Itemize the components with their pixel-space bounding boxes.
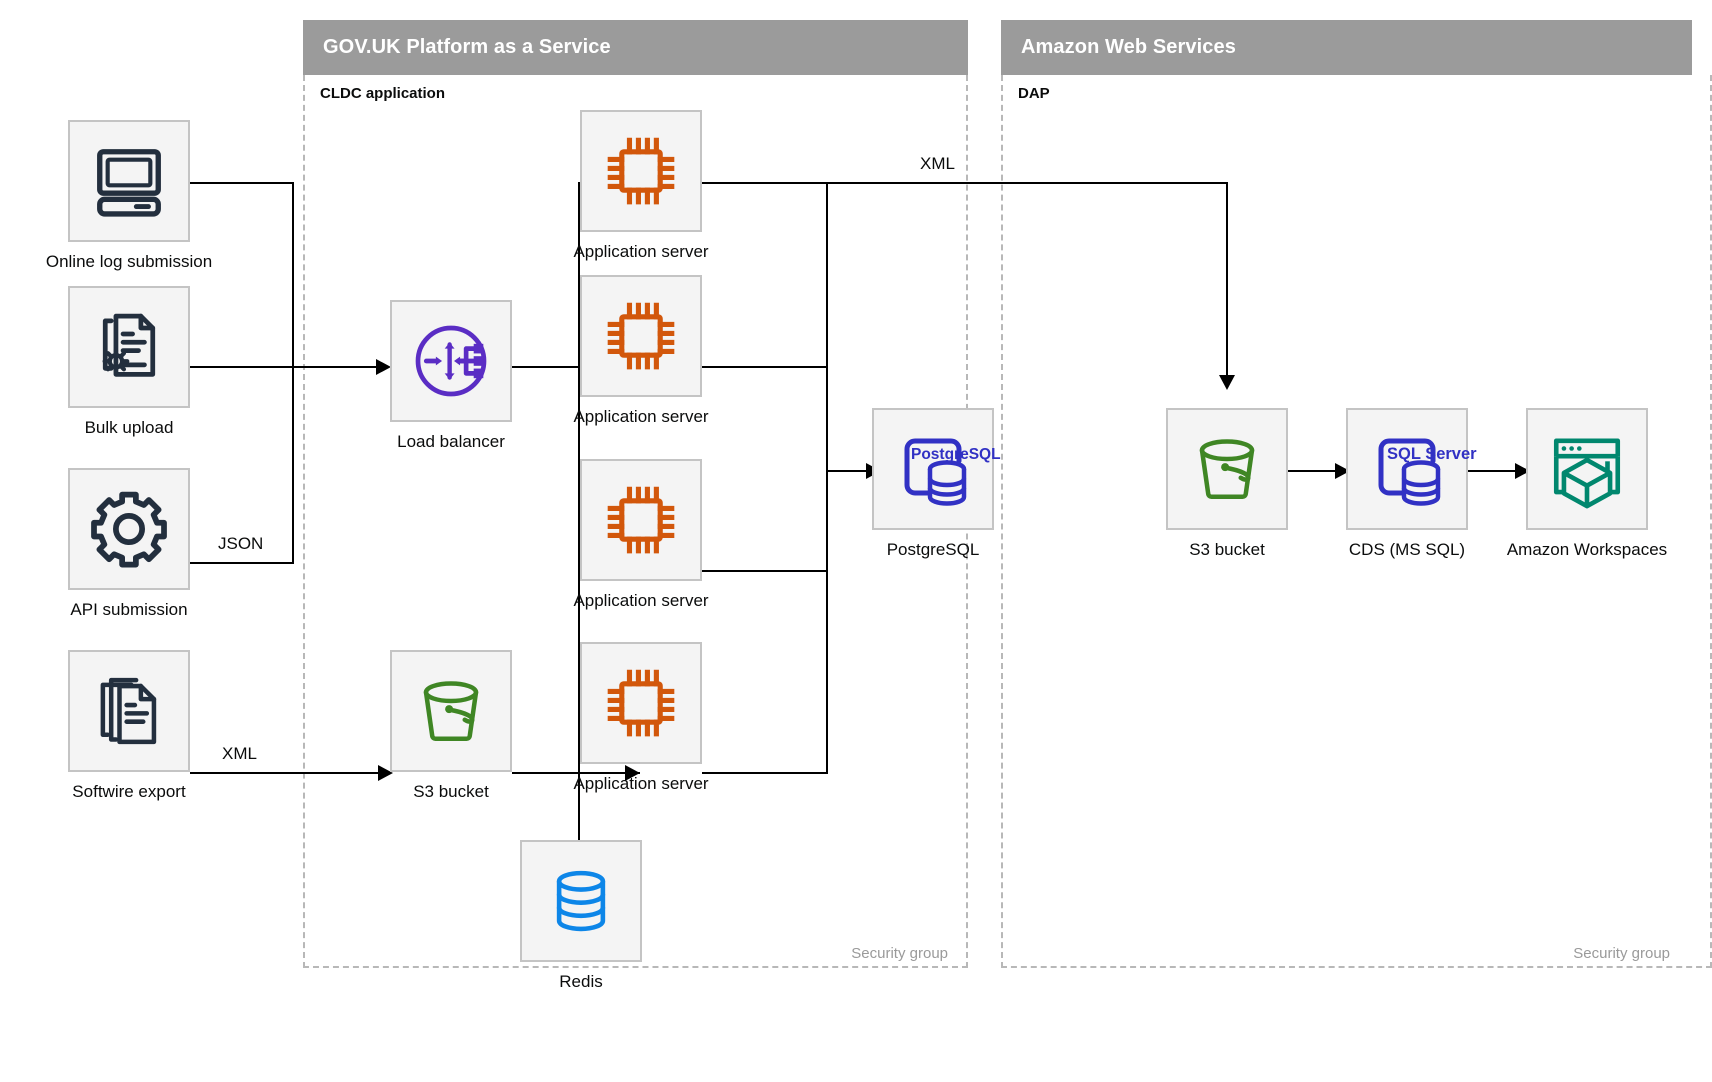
edge-redis-to-bus — [578, 772, 580, 900]
node-s3-bucket-paas[interactable]: S3 bucket — [390, 650, 512, 810]
node-label: Application server — [573, 407, 709, 426]
node-label: Load balancer — [397, 432, 505, 451]
postgresql-badge-text: PostgreSQL — [911, 446, 1001, 463]
node-label: Online log submission — [45, 252, 213, 271]
document-gear-icon — [91, 309, 167, 385]
node-label: Bulk upload — [84, 418, 174, 437]
edge-app1-to-aws-s3 — [702, 182, 1228, 184]
gear-icon — [89, 489, 169, 569]
desktop-computer-icon — [90, 142, 168, 220]
edge-lb-to-fanout — [512, 366, 580, 368]
zone-body-aws — [1001, 75, 1712, 968]
node-redis[interactable]: Redis — [520, 840, 642, 1000]
zone-header-aws-label: Amazon Web Services — [1021, 36, 1236, 58]
node-label: Application server — [573, 591, 709, 610]
edge-fanout-vertical — [578, 182, 580, 772]
edge-api-to-bus — [190, 562, 294, 564]
edge-app2-to-db-bus — [702, 366, 828, 368]
cpu-chip-icon — [600, 130, 682, 212]
bucket-icon — [411, 671, 491, 751]
node-postgresql[interactable]: PostgreSQL PostgreSQL — [872, 408, 1001, 568]
edge-label-json: JSON — [218, 534, 264, 553]
zone-subtitle-aws: DAP — [1018, 85, 1050, 102]
node-app-server-3[interactable]: Application server — [573, 459, 709, 619]
node-tile — [390, 300, 512, 422]
node-tile — [1166, 408, 1288, 530]
zone-header-paas: GOV.UK Platform as a Service — [303, 20, 968, 75]
zone-subtitle-paas: CLDC application — [320, 85, 446, 102]
node-tile — [68, 120, 190, 242]
node-softwire-export[interactable]: Softwire export — [68, 650, 190, 810]
edge-app4-to-db-bus — [702, 772, 828, 774]
node-cds-ms-sql[interactable]: SQL Server CDS (MS SQL) — [1346, 408, 1477, 568]
edge-softwire-to-s3 — [190, 772, 384, 774]
node-tile — [1526, 408, 1648, 530]
node-online-log-submission[interactable]: Online log submission — [46, 120, 212, 280]
node-label: Amazon Workspaces — [1506, 540, 1668, 559]
node-tile — [580, 642, 702, 764]
node-app-server-4[interactable]: Application server — [573, 642, 709, 802]
node-label: Softwire export — [72, 782, 186, 801]
node-label: PostgreSQL — [886, 540, 980, 559]
cpu-chip-icon — [600, 479, 682, 561]
workspaces-icon — [1546, 428, 1628, 510]
load-balancer-icon — [407, 317, 495, 405]
sql-server-badge-text: SQL Server — [1387, 445, 1477, 463]
edge-s3-paas-to-app4 — [512, 772, 578, 774]
node-label: Application server — [573, 774, 709, 793]
node-tile — [580, 275, 702, 397]
arrowhead-to-load-balancer — [376, 359, 391, 375]
edge-cds-to-workspaces — [1468, 470, 1526, 472]
arrowhead-to-s3-aws — [1219, 375, 1235, 390]
node-label: Redis — [559, 972, 603, 991]
edge-label-xml-aws: XML — [920, 154, 955, 173]
node-tile — [580, 459, 702, 581]
node-tile — [68, 650, 190, 772]
node-label: S3 bucket — [413, 782, 489, 801]
arrowhead-to-app4 — [625, 765, 640, 781]
edge-s3-aws-to-cds — [1288, 470, 1346, 472]
edge-db-bus-to-postgres — [826, 470, 876, 472]
node-app-server-1[interactable]: Application server — [573, 110, 709, 270]
node-api-submission[interactable]: API submission — [68, 468, 190, 628]
edge-bus-vertical-bottom — [292, 366, 294, 564]
node-tile — [68, 286, 190, 408]
node-tile — [520, 840, 642, 962]
node-bulk-upload[interactable]: Bulk upload — [68, 286, 190, 446]
edge-bus-vertical-top — [292, 182, 294, 366]
zone-footnote-aws: Security group — [1573, 945, 1670, 962]
edge-fanout-to-app4 — [578, 772, 640, 774]
arrowhead-to-s3-paas — [378, 765, 393, 781]
edge-app3-to-db-bus — [702, 570, 828, 572]
edge-online-log-to-bus — [190, 182, 294, 184]
node-load-balancer[interactable]: Load balancer — [390, 300, 512, 460]
zone-header-paas-label: GOV.UK Platform as a Service — [323, 36, 611, 58]
node-label: API submission — [70, 600, 188, 619]
node-tile — [390, 650, 512, 772]
node-tile: SQL Server — [1346, 408, 1477, 530]
node-s3-bucket-aws[interactable]: S3 bucket — [1166, 408, 1288, 568]
bucket-icon — [1187, 429, 1267, 509]
node-label: S3 bucket — [1189, 540, 1265, 559]
node-tile — [580, 110, 702, 232]
node-label: Application server — [573, 242, 709, 261]
edge-bus-to-load-balancer — [190, 366, 380, 368]
database-cylinder-icon — [546, 866, 616, 936]
cpu-chip-icon — [600, 295, 682, 377]
documents-stack-icon — [91, 673, 167, 749]
node-amazon-workspaces[interactable]: Amazon Workspaces — [1507, 408, 1667, 568]
edge-aws-s3-drop — [1226, 182, 1228, 379]
edge-label-xml-softwire: XML — [222, 744, 257, 763]
node-app-server-2[interactable]: Application server — [573, 275, 709, 435]
postgresql-icon: PostgreSQL — [885, 421, 1001, 517]
edge-db-bus-vertical — [826, 182, 828, 772]
cpu-chip-icon — [600, 662, 682, 744]
sql-server-icon: SQL Server — [1359, 421, 1477, 517]
node-label: CDS (MS SQL) — [1348, 540, 1466, 559]
zone-footnote-paas: Security group — [851, 945, 948, 962]
zone-header-aws: Amazon Web Services — [1001, 20, 1692, 75]
node-tile: PostgreSQL — [872, 408, 1001, 530]
node-tile — [68, 468, 190, 590]
